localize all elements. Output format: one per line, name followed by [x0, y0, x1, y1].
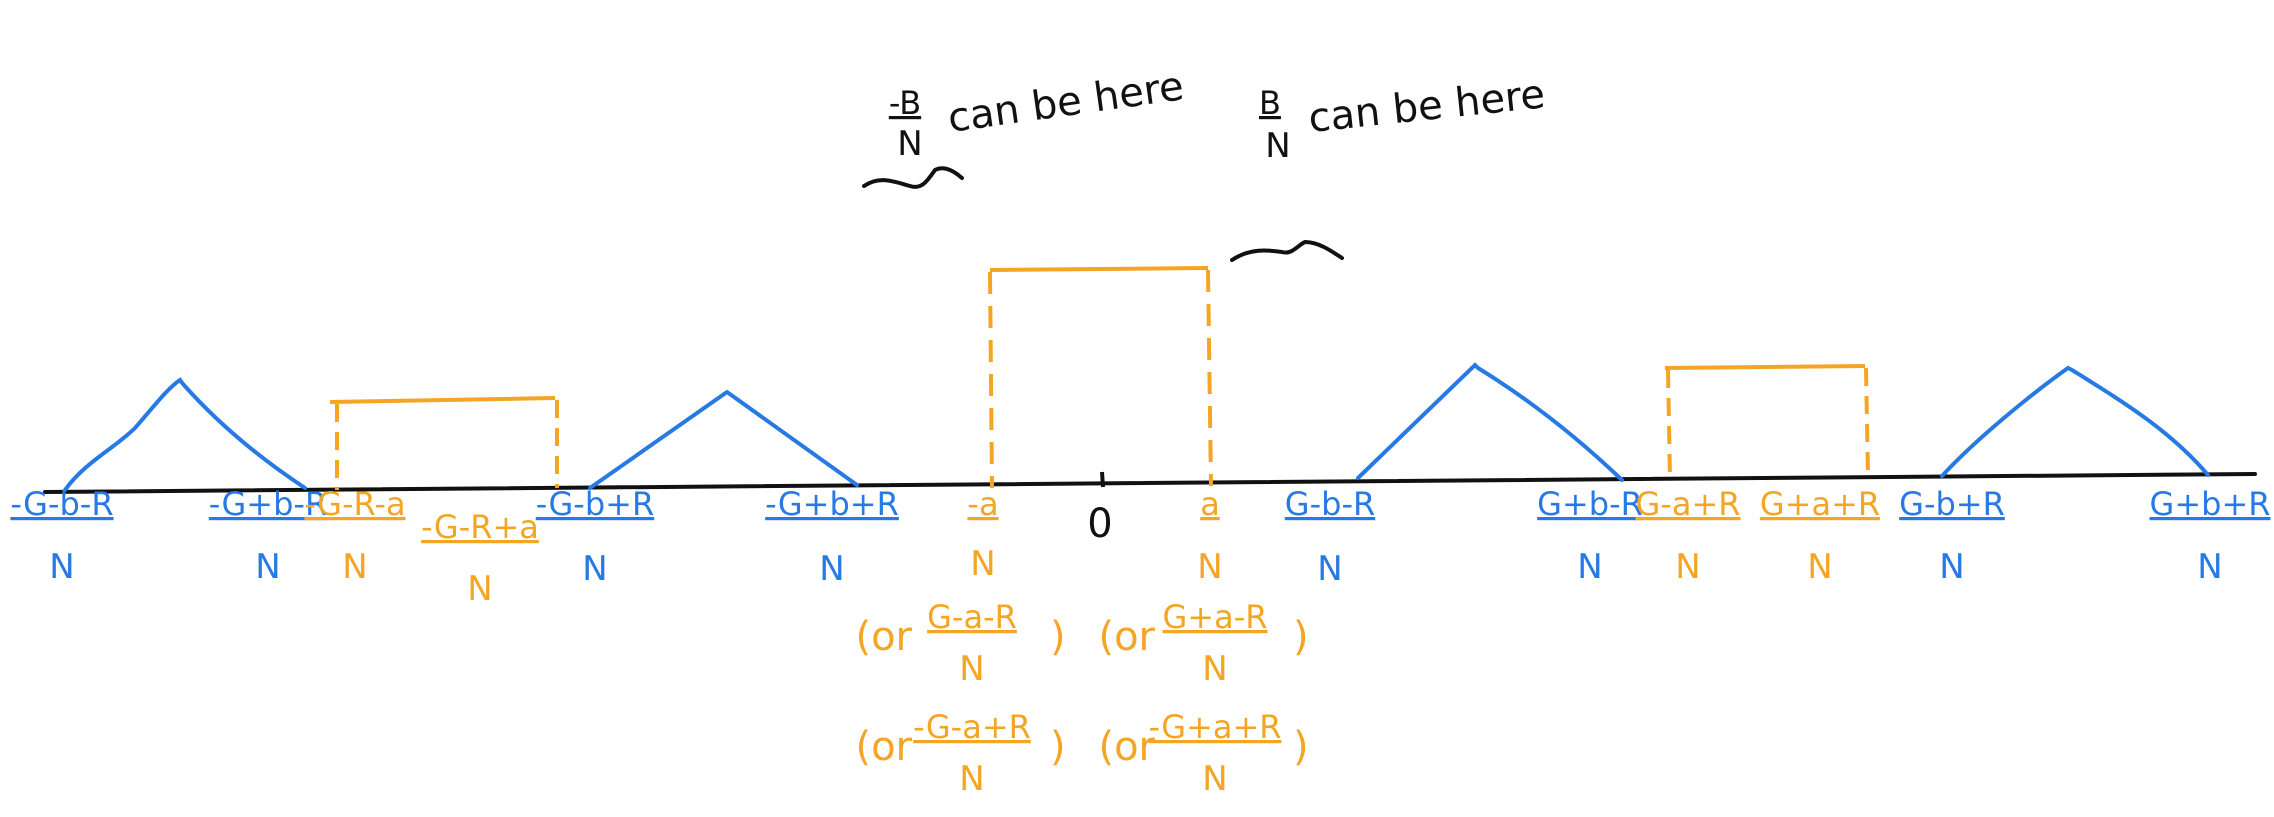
- fraction-denominator: N: [819, 549, 844, 589]
- fraction-denominator: N: [342, 547, 367, 587]
- fraction-numerator: -G-b+R: [536, 485, 654, 523]
- fraction-label: -G+b-R N: [209, 485, 327, 587]
- fraction-numerator: -a: [967, 485, 998, 523]
- fraction-denominator: N: [1939, 547, 1964, 587]
- alt-denominator: N: [1202, 649, 1227, 689]
- fraction-label: -G-R-aN: [304, 485, 405, 587]
- alt-numerator: -G-a+R: [913, 708, 1031, 746]
- fraction-label: -G-R+aN: [421, 508, 539, 609]
- fraction-numerator: -G-R-a: [304, 485, 405, 523]
- svg-text:can be here: can be here: [945, 63, 1187, 142]
- svg-text:N: N: [897, 124, 922, 164]
- fraction-label: -G-b+R N: [536, 485, 654, 589]
- blue-triangle-2: [588, 390, 859, 490]
- fraction-numerator: G+b+R: [2150, 485, 2271, 523]
- alt-denominator: N: [1202, 759, 1227, 799]
- svg-text:can be here: can be here: [1306, 71, 1547, 142]
- blue-triangle-3: [1356, 362, 1624, 482]
- fraction-denominator: N: [49, 547, 74, 587]
- svg-text:B: B: [1259, 84, 1281, 122]
- fraction-numerator: -G+b-R: [209, 485, 327, 523]
- fraction-label: -aN: [967, 485, 998, 584]
- fraction-denominator: N: [2197, 547, 2222, 587]
- alt-numerator: -G+a+R: [1149, 708, 1282, 746]
- alt-denominator: N: [959, 649, 984, 689]
- orange-box-left: [329, 396, 559, 490]
- fraction-numerator: G-a+R: [1636, 485, 1741, 523]
- fraction-numerator: G-b+R: [1899, 485, 2005, 523]
- svg-text:N: N: [1265, 126, 1290, 166]
- note-pos-b: B N can be here: [1259, 71, 1547, 166]
- zero-label: 0: [1087, 501, 1112, 547]
- squiggle-neg-b: [862, 166, 964, 189]
- number-line-axis: [43, 472, 2257, 494]
- fraction-denominator: N: [467, 569, 492, 609]
- fraction-denominator: N: [1577, 547, 1602, 587]
- fraction-numerator: G+b-R: [1537, 485, 1643, 523]
- fraction-label: G-a+R N: [1636, 485, 1741, 587]
- fraction-denominator: N: [1197, 547, 1222, 587]
- fraction-numerator: -G-R+a: [421, 508, 539, 546]
- alt-prefix: (or: [1098, 614, 1155, 660]
- orange-box-right: [1664, 364, 1870, 479]
- alternative-label: (or-G-a+R N): [855, 708, 1065, 799]
- fraction-label: -G+b+R N: [765, 485, 899, 589]
- fraction-numerator: -G+b+R: [765, 485, 899, 523]
- fraction-label: -G-b-R N: [10, 485, 113, 587]
- note-neg-b: -B N can be here: [889, 63, 1187, 164]
- alt-suffix: ): [1050, 724, 1066, 770]
- squiggle-pos-b: [1230, 239, 1344, 262]
- fraction-numerator: G+a+R: [1760, 485, 1880, 523]
- fraction-numerator: G-b-R: [1285, 485, 1375, 523]
- fraction-denominator: N: [255, 547, 280, 587]
- fraction-denominator: N: [970, 544, 995, 584]
- fraction-label: G-b+R N: [1899, 485, 2005, 587]
- alt-denominator: N: [959, 759, 984, 799]
- alt-prefix: (or: [855, 724, 912, 770]
- fraction-label: G-b-R N: [1285, 485, 1375, 589]
- alt-prefix: (or: [1098, 724, 1155, 770]
- svg-text:-B: -B: [889, 84, 921, 122]
- alt-prefix: (or: [855, 614, 912, 660]
- blue-triangle-4: [1940, 365, 2210, 478]
- alt-suffix: ): [1050, 614, 1066, 660]
- alternative-label: (or-G+a+R N): [1098, 708, 1308, 799]
- fraction-denominator: N: [1675, 547, 1700, 587]
- fraction-denominator: N: [1807, 547, 1832, 587]
- fraction-denominator: N: [582, 549, 607, 589]
- alt-suffix: ): [1293, 614, 1309, 660]
- orange-box-center: [988, 266, 1213, 489]
- alt-numerator: G+a-R: [1163, 598, 1268, 636]
- alternative-label: (or G-a-R N): [855, 598, 1065, 689]
- fraction-numerator: -G-b-R: [10, 485, 113, 523]
- blue-triangle-1: [63, 377, 307, 492]
- fraction-label: G+b-R N: [1537, 485, 1643, 587]
- fraction-label: G+a+R N: [1760, 485, 1880, 587]
- fraction-label: G+b+R N: [2150, 485, 2271, 587]
- zero-tick: [1100, 471, 1105, 488]
- alt-numerator: G-a-R: [927, 598, 1017, 636]
- axis-labels: -G-b-RN-G+b-RN-G-R-aN-G-R+aN-G-b+RN-G+b+…: [10, 485, 2270, 609]
- fraction-label: aN: [1197, 485, 1222, 587]
- alt-suffix: ): [1293, 724, 1309, 770]
- fraction-numerator: a: [1200, 485, 1220, 523]
- fraction-denominator: N: [1317, 549, 1342, 589]
